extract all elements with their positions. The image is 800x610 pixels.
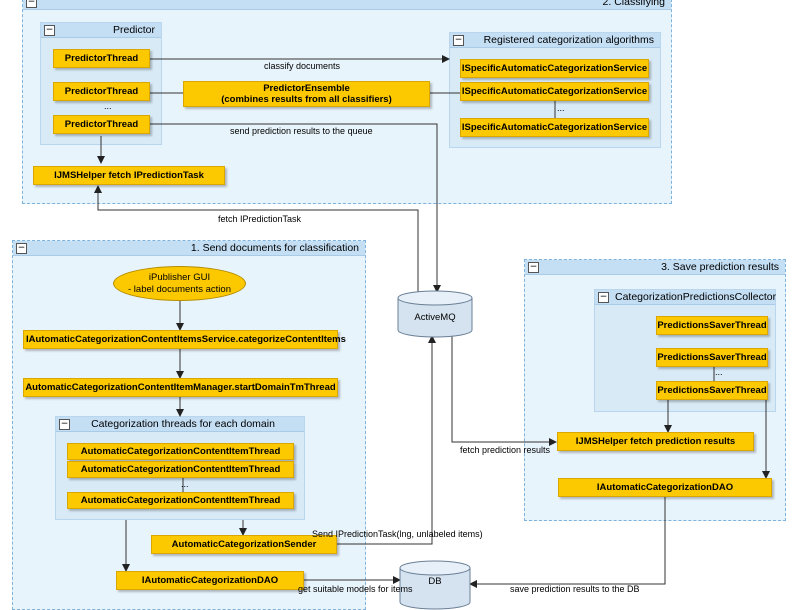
specific-service-3[interactable]: ISpecificAutomaticCategorizationService [460,118,649,137]
label-send-task: Send IPredictionTask(lng, unlabeled item… [312,529,483,539]
edge-save-results-db [469,490,666,588]
label-classify-documents: classify documents [264,61,341,71]
content-item-manager[interactable]: AutomaticCategorizationContentItemManage… [23,378,338,397]
group-title-classifying: 2. Classifying [602,0,665,8]
group-header: − Categorization threads for each domain [56,417,304,432]
group-header: − 2. Classifying [23,0,671,10]
collapse-icon[interactable]: − [44,25,55,36]
predictor-ensemble-title: PredictorEnsemble [263,83,350,94]
group-title-save-results: 3. Save prediction results [661,261,779,273]
label-fetch-prediction-results: fetch prediction results [460,445,551,455]
collapse-icon[interactable]: − [16,243,27,254]
content-item-thread-2[interactable]: AutomaticCategorizationContentItemThread [67,461,294,478]
gui-title: iPublisher GUI [148,271,211,283]
group-header: − Predictor [41,23,161,38]
jms-fetch-prediction-results[interactable]: IJMSHelper fetch prediction results [557,432,754,451]
collapse-icon[interactable]: − [26,0,37,8]
group-title-predictor: Predictor [112,24,155,36]
content-items-service[interactable]: IAutomaticCategorizationContentItemsServ… [23,330,346,349]
group-header: − Registered categorization algorithms [450,33,660,48]
collapse-icon[interactable]: − [528,262,539,273]
predictor-thread-3[interactable]: PredictorThread [53,115,150,134]
jms-fetch-prediction-task[interactable]: IJMSHelper fetch IPredictionTask [33,166,225,185]
label-get-models: get suitable models for items [298,584,413,594]
group-header: − CategorizationPredictionsCollector [595,290,777,305]
collapse-icon[interactable]: − [598,292,609,303]
predictor-ellipsis: ... [104,101,112,111]
predictor-thread-2[interactable]: PredictorThread [53,82,150,101]
saver-thread-3[interactable]: PredictionsSaverThread [656,381,768,400]
specific-service-2[interactable]: ISpecificAutomaticCategorizationService [460,82,649,101]
label-save-results-db: save prediction results to the DB [510,584,640,594]
predictor-ensemble[interactable]: PredictorEnsemble (combines results from… [183,81,430,107]
db-label: DB [428,576,442,587]
edge-fetch-prediction-results [451,330,557,446]
saver-ellipsis: ... [715,367,723,377]
group-title-collector: CategorizationPredictionsCollector [615,291,777,303]
saver-thread-2[interactable]: PredictionsSaverThread [656,348,768,367]
ipublisher-gui[interactable]: iPublisher GUI - label documents action [113,266,246,301]
label-fetch-task: fetch IPredictionTask [218,214,302,224]
activemq-label: ActiveMQ [414,312,456,323]
label-send-prediction-results: send prediction results to the queue [230,126,373,136]
activemq-cylinder [397,290,473,338]
content-item-thread-3[interactable]: AutomaticCategorizationContentItemThread [67,492,294,509]
edge-fetch-task [94,185,419,298]
group-title-cat-threads: Categorization threads for each domain [91,418,275,430]
categorization-dao-save[interactable]: IAutomaticCategorizationDAO [558,478,772,497]
predictor-thread-1[interactable]: PredictorThread [53,49,150,68]
gui-subtitle: - label documents action [128,283,231,295]
edge-send-prediction-results [150,123,441,293]
collapse-icon[interactable]: − [453,35,464,46]
threads-ellipsis: ... [181,479,189,489]
content-item-thread-1[interactable]: AutomaticCategorizationContentItemThread [67,443,294,460]
group-title-registered: Registered categorization algorithms [483,34,654,46]
categorization-dao-send[interactable]: IAutomaticCategorizationDAO [116,571,304,590]
db-cylinder [399,560,471,610]
saver-thread-1[interactable]: PredictionsSaverThread [656,316,768,335]
edge-send-task [337,335,436,545]
registered-ellipsis: ... [557,103,565,113]
categorization-sender[interactable]: AutomaticCategorizationSender [151,535,337,554]
group-header: − 1. Send documents for classification [13,241,365,256]
specific-service-1[interactable]: ISpecificAutomaticCategorizationService [460,59,649,78]
group-header: − 3. Save prediction results [525,260,785,275]
group-title-send-docs: 1. Send documents for classification [190,242,359,254]
predictor-ensemble-subtitle: (combines results from all classifiers) [221,94,392,105]
collapse-icon[interactable]: − [59,419,70,430]
